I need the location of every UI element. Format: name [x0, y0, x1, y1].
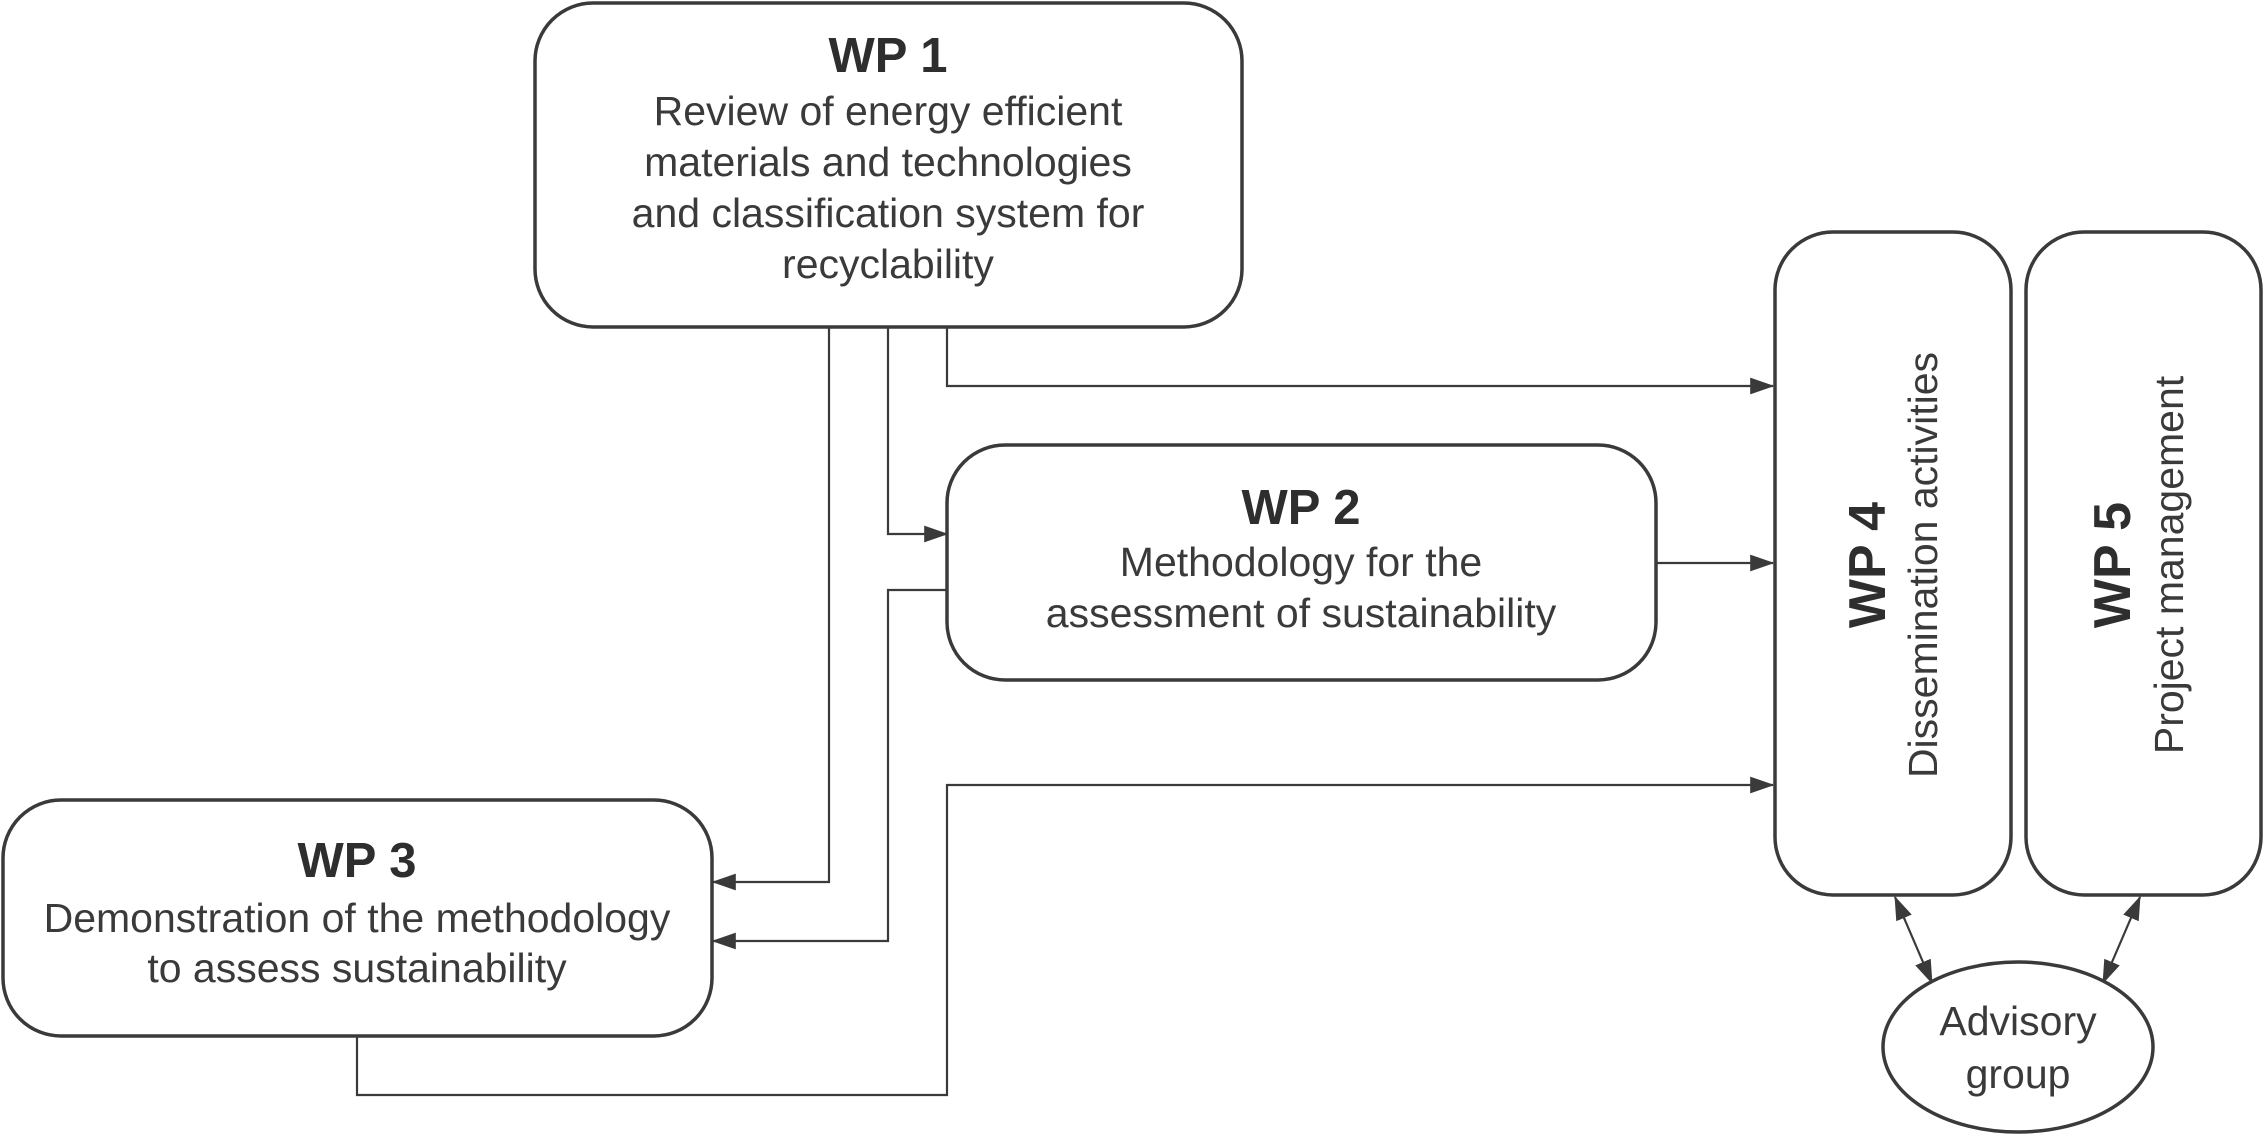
- wp1-line-1: Review of energy efficient: [654, 88, 1123, 134]
- wp1-box: WP 1 Review of energy efficient material…: [533, 1, 1244, 329]
- advisory-line-2: group: [1966, 1051, 2071, 1097]
- connectors: [355, 327, 2142, 1097]
- connector-wp1-to-wp3: [711, 327, 831, 891]
- connector-wp1-to-wp4: [945, 327, 1775, 395]
- connector-wp3-to-wp4: [355, 776, 1775, 1097]
- wp2-line-1: Methodology for the: [1120, 539, 1482, 585]
- wp5-box: WP 5 Project management: [2024, 230, 2263, 897]
- wp4-box: WP 4 Dissemination activities: [1773, 230, 2013, 897]
- wp2-id: WP 2: [1242, 481, 1361, 535]
- wp5-id: WP 5: [2084, 502, 2142, 628]
- wp1-line-2: materials and technologies: [644, 139, 1132, 185]
- wp3-box: WP 3 Demonstration of the methodology to…: [1, 798, 714, 1038]
- wp4-id: WP 4: [1839, 502, 1897, 628]
- wp3-id: WP 3: [298, 834, 417, 888]
- wp3-line-2: to assess sustainability: [147, 945, 567, 991]
- wp5-text: Project management: [2146, 375, 2192, 754]
- connector-wp4-advisory: [1893, 895, 1934, 985]
- wp2-box: WP 2 Methodology for the assessment of s…: [945, 443, 1658, 682]
- advisory-group-ellipse: Advisory group: [1881, 960, 2155, 1134]
- advisory-line-1: Advisory: [1939, 998, 2097, 1044]
- connector-wp2-to-wp3: [711, 588, 947, 950]
- connector-wp5-advisory: [2101, 895, 2142, 985]
- wp2-line-2: assessment of sustainability: [1046, 590, 1557, 636]
- wp1-id: WP 1: [829, 29, 948, 83]
- connector-wp1-to-wp2: [886, 327, 949, 543]
- wp3-line-1: Demonstration of the methodology: [44, 895, 671, 941]
- wp4-text: Dissemination activities: [1900, 352, 1946, 778]
- wp1-line-3: and classification system for: [632, 190, 1145, 236]
- wp1-line-4: recyclability: [782, 241, 994, 287]
